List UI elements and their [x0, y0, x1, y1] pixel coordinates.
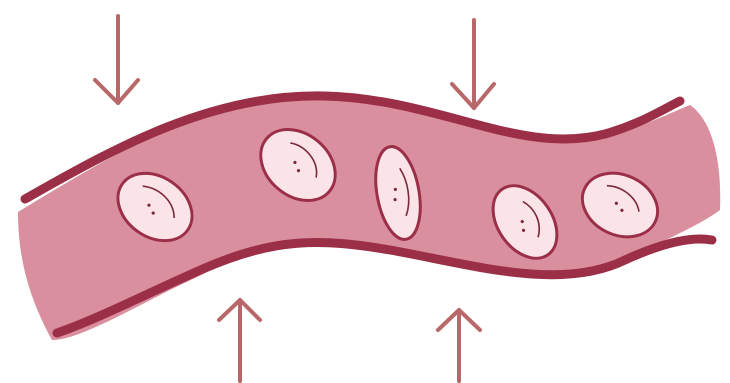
pressure-arrow-bottom-right: [438, 310, 480, 381]
pressure-arrow-bottom-left: [219, 300, 260, 381]
pressure-arrow-top-right: [452, 20, 494, 108]
pressure-arrow-top-left: [95, 16, 138, 103]
